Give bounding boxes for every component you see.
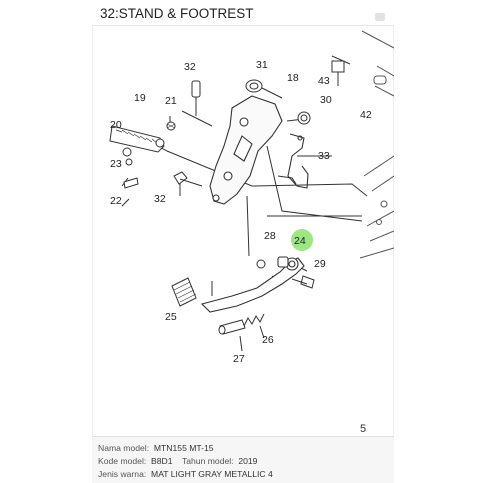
pin-27	[218, 319, 246, 335]
callout-30[interactable]: 30	[320, 94, 332, 106]
info-value: B8D1	[151, 456, 173, 466]
callout-21[interactable]: 21	[165, 95, 177, 107]
callout-43[interactable]: 43	[318, 75, 330, 87]
scroll-handle[interactable]	[375, 13, 385, 21]
callout-27[interactable]: 27	[233, 353, 245, 365]
spring-26	[243, 313, 265, 327]
frame-part-outline	[359, 30, 394, 259]
callout-31[interactable]: 31	[256, 59, 268, 71]
info-label: Kode model	[98, 456, 144, 466]
info-value-year: 2019	[238, 456, 258, 466]
bolt-31	[245, 79, 263, 93]
callout-19[interactable]: 19	[134, 92, 146, 104]
callout-25[interactable]: 25	[165, 311, 177, 323]
info-label: Nama model	[98, 443, 147, 453]
frame-divider-right	[393, 25, 394, 435]
callout-20[interactable]: 20	[110, 119, 122, 131]
info-value: MAT LIGHT GRAY METALLIC 4	[151, 469, 273, 479]
info-row-model-code: Kode model: B8D1 Tahun model: 2019	[98, 456, 258, 466]
page-number: 5	[360, 423, 367, 435]
callout-33[interactable]: 33	[318, 150, 330, 162]
callout-24[interactable]: 24	[294, 235, 306, 247]
frame-divider	[92, 25, 394, 26]
info-label: Jenis warna	[98, 469, 144, 479]
bracket-plate	[209, 95, 283, 205]
model-info-panel: Nama model: MTN155 MT-15 Kode model: B8D…	[92, 436, 394, 483]
info-row-color: Jenis warna: MAT LIGHT GRAY METALLIC 4	[98, 469, 273, 479]
spring-25	[171, 277, 197, 307]
callout-32-mid[interactable]: 32	[154, 193, 166, 205]
callout-29[interactable]: 29	[314, 258, 326, 270]
info-label-year: Tahun model	[181, 456, 232, 466]
callouts: 32 31 18 43 21 19 30 42 20 23 33 22 32 2…	[110, 59, 372, 365]
callout-42[interactable]: 42	[360, 109, 372, 121]
callout-22[interactable]: 22	[110, 195, 122, 207]
callout-32-top[interactable]: 32	[184, 61, 196, 73]
info-row-model-name: Nama model: MTN155 MT-15	[98, 443, 214, 453]
pedal-lever	[200, 256, 305, 313]
footpeg-19	[109, 125, 165, 153]
page-title: 32:STAND & FOOTREST	[100, 6, 254, 21]
callout-23[interactable]: 23	[110, 158, 122, 170]
highlight-24[interactable]	[291, 229, 313, 251]
parts-diagram: 32 31 18 43 21 19 30 42 20 23 33 22 32 2…	[109, 30, 394, 365]
bracket-33	[277, 133, 309, 189]
info-value: MTN155 MT-15	[153, 443, 214, 453]
frame-divider-left	[92, 25, 93, 435]
callout-26[interactable]: 26	[262, 334, 274, 346]
callout-28[interactable]: 28	[264, 230, 276, 242]
callout-18[interactable]: 18	[287, 72, 299, 84]
fastener-parts	[122, 60, 345, 289]
